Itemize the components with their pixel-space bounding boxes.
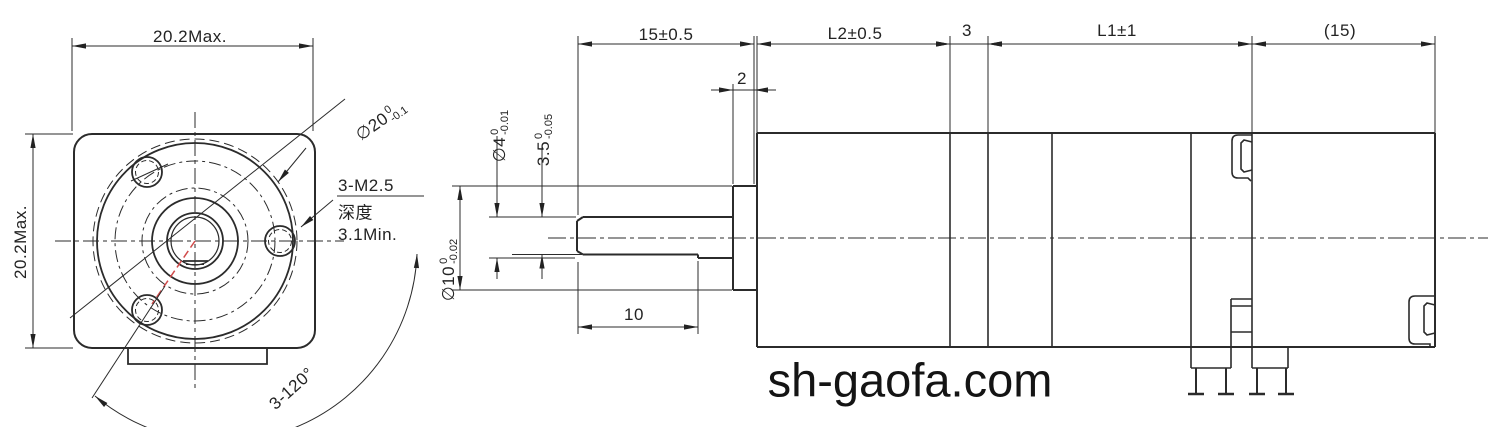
crimp-clip-top: [1231, 134, 1253, 182]
screw-note-line1: 3-M2.5: [338, 176, 394, 195]
screw-note-line2: 深度: [338, 203, 373, 223]
angle-dim-arc: [94, 253, 420, 427]
hole-radial-extension: [91, 285, 166, 399]
gearbox-length-dim-label: L2±0.5: [827, 24, 883, 43]
motor-length-dim-label: L1±1: [1097, 21, 1137, 40]
front-height-dim-label: 20.2Max.: [11, 205, 30, 279]
tapped-hole-top-left: [130, 156, 169, 188]
front-width-dim-label: 20.2Max.: [153, 27, 227, 46]
extension-lines: [452, 36, 1436, 334]
front-width-dim: [71, 38, 314, 131]
terminal-pins: [1188, 368, 1294, 396]
pilot-dia-leader: [69, 98, 346, 319]
side-view: [452, 36, 1488, 396]
spacer-dim-label: 3: [962, 21, 972, 40]
flat-height-label: 3.5 0 -0.05: [533, 113, 555, 167]
crimp-clip-bottom-right: [1408, 295, 1436, 347]
flat-length-dim-label: 10: [624, 305, 644, 324]
pilot-boss: [732, 185, 757, 291]
dimension-lines: [457, 41, 1435, 330]
front-bottom-tab: [127, 348, 268, 365]
screw-note-line3: 3.1Min.: [338, 225, 398, 244]
tapped-hole-bottom-left: [131, 294, 163, 326]
output-shaft: [576, 216, 733, 259]
boss-length-dim-label: 2: [737, 69, 747, 88]
watermark-text: sh-gaofa.com: [767, 353, 1053, 407]
pilot-dia-arrow: [277, 147, 307, 183]
motor-body-outline: [756, 132, 1436, 348]
rear-length-dim-label: (15): [1323, 21, 1357, 40]
front-view: [25, 38, 424, 427]
shaft-length-dim-label: 15±0.5: [638, 25, 694, 44]
screw-note-arrow: [300, 199, 334, 228]
body-section-lines: [949, 133, 1289, 369]
shaft-diameter-label: ∅4 0 -0.01: [489, 109, 511, 163]
inner-pitch-circle: [141, 187, 249, 295]
front-height-dim: [25, 133, 73, 349]
boss-diameter-label: ∅10 0 -0.02: [438, 238, 460, 302]
